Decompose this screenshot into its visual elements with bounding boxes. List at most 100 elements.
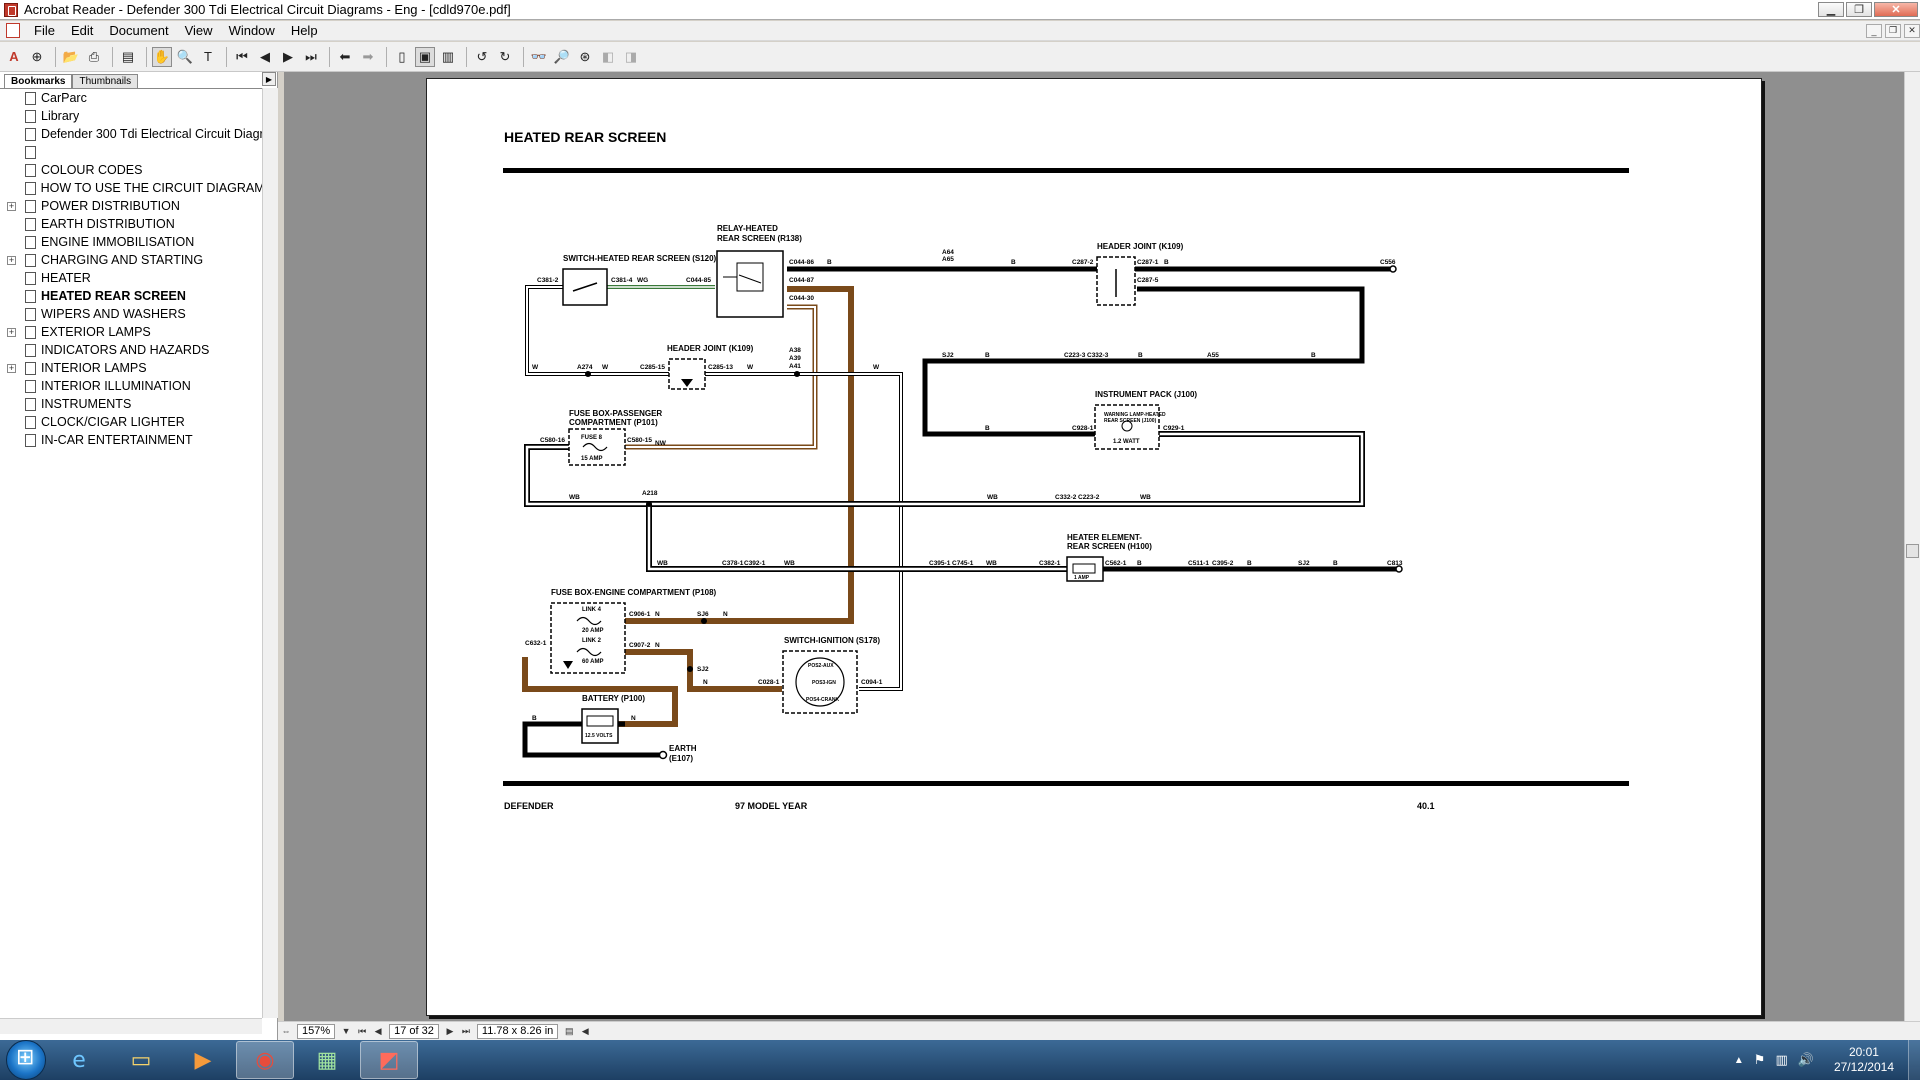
bookmark-item[interactable]	[0, 143, 262, 161]
bookmark-item[interactable]: Defender 300 Tdi Electrical Circuit Diag…	[0, 125, 262, 143]
bookmark-label: INTERIOR LAMPS	[41, 361, 147, 375]
open-icon[interactable]: 📂	[62, 48, 80, 64]
find-icon[interactable]: 👓	[530, 48, 548, 64]
close-button[interactable]: ✕	[1874, 2, 1918, 17]
menu-file[interactable]: File	[34, 23, 55, 38]
internet-explorer-icon[interactable]: e	[72, 1047, 86, 1073]
acrobat-taskbar-icon[interactable]: ◩	[360, 1041, 418, 1079]
bookmark-horizontal-scrollbar[interactable]	[0, 1018, 262, 1034]
last-page-icon[interactable]: ⏭	[461, 1025, 470, 1036]
bookmark-item[interactable]: COLOUR CODES	[0, 161, 262, 179]
zoom-field[interactable]: 157%	[297, 1023, 336, 1039]
show-hidden-icons-icon[interactable]: ▲	[1733, 1054, 1744, 1066]
page-size-field: 11.78 x 8.26 in	[476, 1023, 559, 1039]
bookmark-item[interactable]: HOW TO USE THE CIRCUIT DIAGRAMS	[0, 179, 262, 197]
document-vertical-scrollbar[interactable]	[1904, 72, 1920, 1021]
hand-tool-icon[interactable]: ✋	[152, 46, 172, 67]
search-results-icon[interactable]: ⊛	[579, 48, 591, 64]
svg-text:C580-15: C580-15	[627, 437, 652, 444]
rotate-right-icon[interactable]: ↻	[499, 48, 511, 64]
scrollbar-thumb[interactable]	[1906, 544, 1919, 558]
zoom-dropdown-icon[interactable]: ▼	[341, 1026, 351, 1036]
document-viewport[interactable]: HEATED REAR SCREEN DEFENDER 97 MODEL YEA…	[284, 72, 1904, 1021]
go-forward-icon[interactable]: ➡	[362, 48, 374, 64]
bookmark-item[interactable]: INTERIOR ILLUMINATION	[0, 377, 262, 395]
search-icon[interactable]: 🔎	[553, 48, 571, 64]
bookmark-item[interactable]: IN-CAR ENTERTAINMENT	[0, 431, 262, 449]
svg-text:C395-2: C395-2	[1212, 560, 1234, 567]
menu-document[interactable]: Document	[109, 23, 169, 38]
tab-thumbnails[interactable]: Thumbnails	[72, 74, 139, 88]
fit-width-icon[interactable]: ▥	[441, 48, 455, 64]
rotate-left-icon[interactable]: ↺	[476, 48, 488, 64]
svg-text:C562-1: C562-1	[1105, 560, 1127, 567]
clock[interactable]: 20:01 27/12/2014	[1834, 1045, 1894, 1075]
next-page-icon[interactable]: ▶	[446, 1025, 454, 1036]
bookmark-item[interactable]: ENGINE IMMOBILISATION	[0, 233, 262, 251]
first-page-icon[interactable]: ⏮	[358, 1025, 367, 1036]
chrome-icon[interactable]: ◉	[236, 1041, 294, 1079]
show-navigation-pane-icon[interactable]: ▤	[121, 48, 135, 64]
bookmark-item[interactable]: +EXTERIOR LAMPS	[0, 323, 262, 341]
first-page-icon[interactable]: ⏮	[236, 48, 248, 64]
show-desktop-button[interactable]	[1908, 1040, 1920, 1080]
scroll-left-icon[interactable]: ◀	[581, 1025, 589, 1036]
actual-size-icon[interactable]: ▯	[398, 48, 406, 64]
zoom-tool-icon[interactable]: 🔍	[176, 48, 194, 64]
document-icon[interactable]	[6, 23, 20, 38]
menu-help[interactable]: Help	[290, 23, 318, 38]
expand-icon[interactable]: +	[7, 326, 16, 337]
volume-icon[interactable]: 🔊	[1797, 1052, 1814, 1068]
doc-close-button[interactable]: ✕	[1904, 23, 1920, 38]
bookmark-item[interactable]: WIPERS AND WASHERS	[0, 305, 262, 323]
next-page-icon[interactable]: ▶	[283, 48, 293, 64]
bookmark-label: ENGINE IMMOBILISATION	[41, 235, 195, 249]
svg-text:WB: WB	[784, 560, 795, 567]
bookmark-item[interactable]: EARTH DISTRIBUTION	[0, 215, 262, 233]
doc-restore-button[interactable]: ❐	[1885, 23, 1901, 38]
action-center-flag-icon[interactable]: ⚑	[1753, 1052, 1766, 1068]
previous-page-icon[interactable]: ◀	[260, 48, 270, 64]
menu-edit[interactable]: Edit	[70, 23, 94, 38]
media-player-icon[interactable]: ▶	[194, 1047, 212, 1073]
network-icon[interactable]: ▥	[1775, 1052, 1788, 1068]
expand-icon[interactable]: +	[7, 254, 16, 265]
bookmark-item[interactable]: +CHARGING AND STARTING	[0, 251, 262, 269]
tab-bookmarks[interactable]: Bookmarks	[4, 74, 73, 88]
last-page-icon[interactable]: ⏭	[305, 48, 317, 64]
control-panel-icon[interactable]: ▦	[316, 1047, 338, 1073]
bookmark-item[interactable]: HEATER	[0, 269, 262, 287]
expand-icon[interactable]: +	[7, 362, 16, 373]
next-highlight-icon[interactable]: ◨	[624, 48, 638, 64]
text-select-tool-icon[interactable]: T	[204, 49, 212, 64]
split-pane-icon[interactable]: ⇔	[281, 1026, 291, 1036]
bookmark-item[interactable]: +POWER DISTRIBUTION	[0, 197, 262, 215]
toolbar-separator	[523, 46, 524, 67]
page-field[interactable]: 17 of 32	[389, 1023, 439, 1039]
bookmark-item[interactable]: CarParc	[0, 89, 262, 107]
bookmark-item[interactable]: Library	[0, 107, 262, 125]
minimize-button[interactable]: ▁	[1818, 2, 1844, 17]
previous-page-icon[interactable]: ◀	[374, 1025, 382, 1036]
menu-view[interactable]: View	[184, 23, 213, 38]
file-explorer-icon[interactable]: ▭	[130, 1047, 152, 1073]
bookmark-item[interactable]: CLOCK/CIGAR LIGHTER	[0, 413, 262, 431]
previous-highlight-icon[interactable]: ◧	[601, 48, 615, 64]
bookmark-item[interactable]: HEATED REAR SCREEN	[0, 287, 262, 305]
print-icon[interactable]: ⎙	[88, 48, 100, 64]
web-icon[interactable]: ⊕	[31, 48, 43, 64]
panel-menu-arrow-icon[interactable]: ▶	[262, 72, 276, 86]
bookmark-vertical-scrollbar[interactable]	[262, 88, 278, 1018]
page-layout-icon[interactable]: ▤	[565, 1025, 574, 1036]
doc-minimize-button[interactable]: _	[1866, 23, 1882, 38]
expand-icon[interactable]: +	[7, 200, 16, 211]
fit-page-icon[interactable]: ▣	[415, 46, 435, 67]
bookmark-item[interactable]: + INTERIOR LAMPS	[0, 359, 262, 377]
bookmark-item[interactable]: INSTRUMENTS	[0, 395, 262, 413]
restore-button[interactable]: ❐	[1846, 2, 1872, 17]
start-button[interactable]	[6, 1040, 46, 1080]
menu-window[interactable]: Window	[228, 23, 275, 38]
go-back-icon[interactable]: ⬅	[339, 48, 351, 64]
battery-p100: 12.5 VOLTS BATTERY (P100)	[581, 694, 645, 744]
bookmark-item[interactable]: INDICATORS AND HAZARDS	[0, 341, 262, 359]
